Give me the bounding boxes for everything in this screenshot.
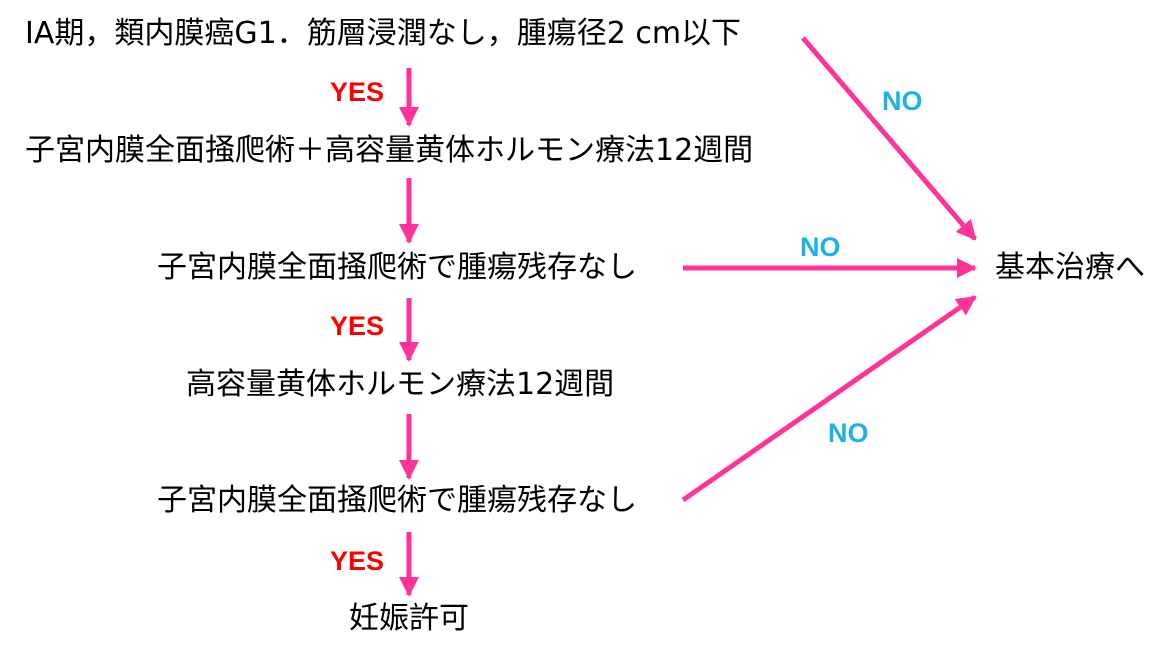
label-no-2: NO [800,232,841,262]
label-yes-2: YES [330,311,385,341]
arrow-check2-no-to-standard [681,294,977,503]
node-condition: IA期，類内膜癌G1．筋層浸潤なし，腫瘍径2 cm以下 [25,16,742,51]
node-pregnancy: 妊娠許可 [349,601,469,636]
arrow-condition-no-to-standard [801,36,977,241]
node-check1: 子宮内膜全面掻爬術で腫瘍残存なし [157,250,637,285]
label-yes-3: YES [330,546,385,576]
node-check2: 子宮内膜全面掻爬術で腫瘍残存なし [157,483,637,518]
label-no-3: NO [828,418,869,448]
node-standard: 基本治療へ [995,250,1145,285]
node-treatment2: 高容量黄体ホルモン療法12週間 [186,367,615,402]
label-no-1: NO [882,86,923,116]
node-treatment1: 子宮内膜全面掻爬術＋高容量黄体ホルモン療法12週間 [25,133,754,168]
label-yes-1: YES [330,77,385,107]
